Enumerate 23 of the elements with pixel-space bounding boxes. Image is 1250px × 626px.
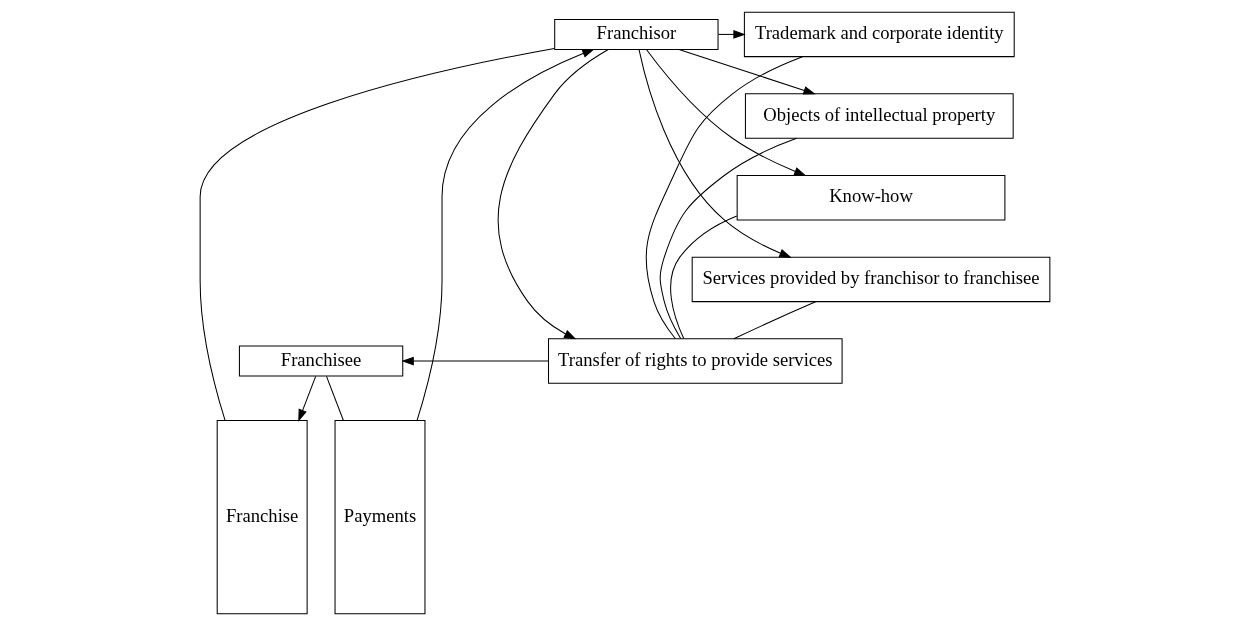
arrow [401,356,549,366]
connector [645,56,804,340]
arrow [497,49,609,340]
connector [733,301,817,340]
connector [670,215,738,340]
node-box: Franchisor [554,18,719,50]
node-box: Trademark and corporate identity [743,11,1015,58]
node-box: Franchisee [238,345,404,377]
node-box: Franchise [216,420,308,615]
node-box: Payments [334,420,426,615]
node-box: Objects of intellectual property [744,93,1014,139]
arrow [638,49,792,258]
connector [199,48,555,421]
arrow [678,48,816,95]
arrow [717,30,746,39]
arrow [298,375,317,422]
connector [659,137,798,340]
node-box: Services provided by franchisor to franchisee [691,256,1051,303]
node-box: Know-how [736,175,1006,221]
arrow [645,49,807,176]
node-box: Transfer of rights to provide services [548,338,843,384]
arrow [416,48,595,421]
connector [326,375,344,421]
